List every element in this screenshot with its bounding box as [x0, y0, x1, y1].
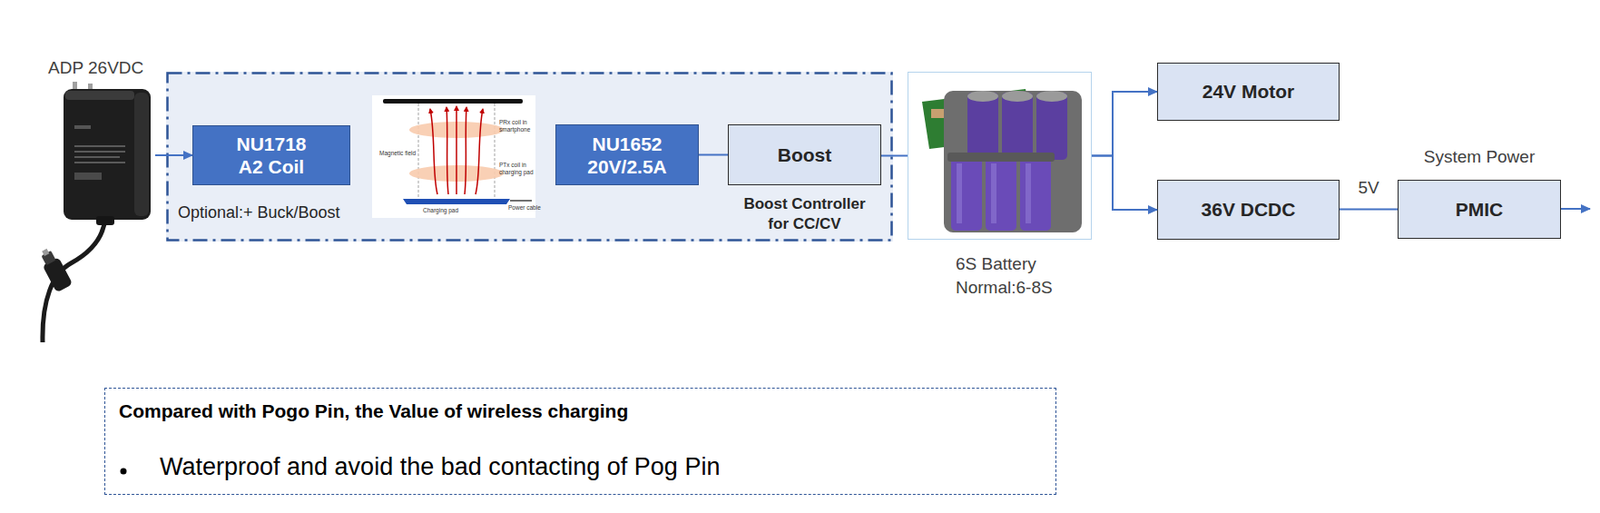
illustration-label: Magnetic field [379, 149, 416, 158]
battery-cell [1036, 92, 1068, 160]
process-box: BoostBoost Controller for CC/CV [727, 124, 882, 186]
adapter-marking [74, 172, 102, 180]
box-label: 36V DCDC [1201, 197, 1296, 221]
smartphone-bar [382, 98, 523, 104]
note-heading: Compared with Pogo Pin, the Value of wir… [118, 399, 629, 423]
output-arrow [1560, 207, 1591, 210]
box-label: PMIC [1455, 197, 1504, 221]
power-cable-line [510, 199, 532, 201]
chip-box: NU1718 A2 Coil [192, 125, 351, 186]
adapter-illustration [36, 81, 151, 343]
box-label: 24V Motor [1202, 79, 1296, 103]
adapter-top [65, 90, 135, 100]
note-text: Optional:+ Buck/Boost [177, 203, 341, 224]
holder-band [947, 152, 1055, 162]
cell-highlight [991, 163, 997, 224]
cell-cap [967, 90, 999, 102]
illustration-background [372, 95, 536, 218]
box-label: Boost [777, 143, 833, 167]
adapter-cable [42, 217, 106, 343]
adapter-marking [74, 145, 126, 148]
process-box: 24V Motor [1157, 62, 1340, 121]
chip-label: NU1652 20V/2.5A [581, 131, 673, 177]
battery-cell [1020, 154, 1051, 231]
connector [155, 154, 193, 157]
cell-highlight [956, 163, 962, 224]
adapter-marking [74, 150, 126, 153]
connector [1091, 91, 1158, 157]
charging-pad [402, 198, 511, 205]
box-caption: Boost Controller for CC/CV [736, 194, 874, 235]
field-arrow [455, 106, 458, 195]
battery-caption: 6S Battery Normal:6-8S [955, 252, 1074, 299]
adapter-marking [74, 161, 126, 164]
field-arrow [430, 108, 438, 195]
bullet-dot [120, 468, 128, 475]
battery-illustration [922, 88, 1082, 233]
adapter-side [134, 92, 149, 216]
illustration-label: PRx coil in smartphone [499, 118, 536, 134]
chip-label: NU1718 A2 Coil [229, 132, 314, 178]
process-box: System PowerPMIC [1397, 179, 1561, 239]
adapter-body [63, 88, 151, 220]
guide-line [418, 103, 420, 199]
box-heading: System Power [1423, 147, 1535, 168]
chip-box: NU1652 20V/2.5A [555, 124, 699, 186]
field-arrow [475, 108, 483, 195]
bullet-text: Waterproof and avoid the bad contacting … [159, 451, 720, 481]
band-border [167, 73, 893, 241]
process-box: 36V DCDC [1157, 179, 1340, 240]
adapter-marking [74, 156, 120, 158]
cell-cap [1001, 90, 1033, 102]
wireless-charging-illustration [372, 95, 536, 218]
adapter-marking [74, 125, 91, 129]
connector [1339, 208, 1398, 211]
cell-cap [1036, 90, 1068, 102]
cell-highlight [1025, 163, 1031, 224]
battery-cell [985, 154, 1017, 231]
dc-plug [36, 245, 73, 294]
battery-cell [1001, 92, 1033, 160]
field-arrow [464, 107, 467, 195]
connector [881, 155, 908, 158]
edge-label: 5V [1357, 177, 1379, 199]
battery-holder [943, 90, 1082, 233]
battery-cell [967, 92, 999, 160]
adapter-label: ADP 26VDC [48, 58, 144, 79]
connector [698, 154, 728, 157]
illustration-label: Power cable [508, 204, 541, 212]
illustration-label: PTx coil in charging pad [499, 161, 536, 177]
field-arrow [446, 107, 449, 195]
connector [1091, 156, 1158, 211]
plug-tip [41, 248, 50, 256]
cable-strain-relief [96, 215, 115, 226]
note-box: Compared with Pogo Pin, the Value of wir… [104, 387, 1057, 495]
battery-cell [951, 154, 982, 231]
illustration-label: Charging pad [422, 206, 459, 215]
guide-line [494, 103, 496, 199]
